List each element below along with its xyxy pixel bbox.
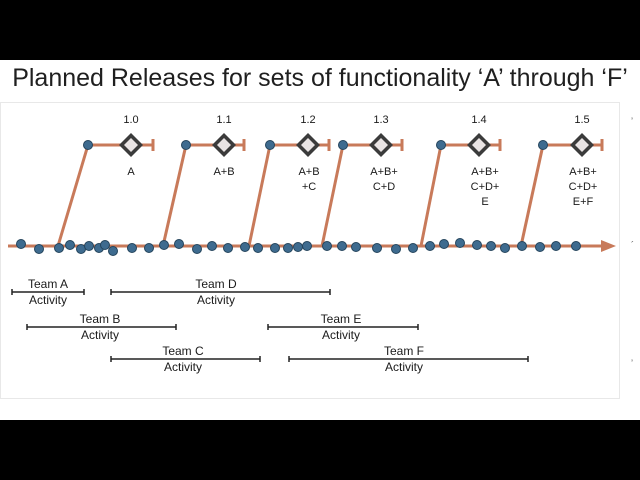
release-content: C+D+	[471, 181, 500, 193]
release-connector	[320, 144, 345, 247]
timeline-dot	[253, 243, 263, 253]
activity-team: Team E	[321, 312, 362, 326]
timeline-dot	[486, 241, 496, 251]
release-content: +C	[302, 181, 316, 193]
release-content: A+B+	[569, 166, 597, 178]
timeline-dot	[455, 238, 465, 248]
timeline-dot	[54, 243, 64, 253]
timeline-dot	[223, 243, 233, 253]
timeline-dot	[408, 243, 418, 253]
timeline-dot	[571, 241, 581, 251]
milestone-diamond-inner	[124, 138, 138, 152]
timeline-dot	[351, 242, 361, 252]
timeline-dot	[283, 243, 293, 253]
release-version: 1.3	[373, 114, 388, 126]
timeline-dot	[391, 244, 401, 254]
timeline-dot	[372, 243, 382, 253]
timeline-dot	[472, 240, 482, 250]
activity-team: Team F	[384, 344, 424, 358]
timeline-dot	[535, 242, 545, 252]
timeline-dot	[551, 241, 561, 251]
release-start-dot	[338, 140, 348, 150]
timeline-dot	[293, 242, 303, 252]
timeline-dot	[16, 239, 26, 249]
activity-team: Team A	[28, 277, 68, 291]
edge-mark: ’	[631, 358, 633, 368]
activity-label: Activity	[29, 293, 67, 307]
timeline-dot	[84, 241, 94, 251]
edge-marks: ’ ´ ’	[627, 60, 640, 420]
activity-team: Team D	[195, 277, 237, 291]
timeline-dot	[322, 241, 332, 251]
release-content: E	[481, 196, 488, 208]
release-content: A	[127, 166, 135, 178]
release-version: 1.1	[216, 114, 231, 126]
edge-mark: ’	[631, 116, 633, 126]
activity-label: Activity	[385, 360, 423, 374]
timeline-dot	[500, 243, 510, 253]
release-start-dot	[181, 140, 191, 150]
release-connector	[519, 144, 545, 247]
timeline-dot	[337, 241, 347, 251]
release-content: A+B+	[370, 166, 398, 178]
activity-label: Activity	[81, 328, 119, 342]
slide: Planned Releases for sets of functionali…	[0, 60, 640, 420]
activity-label: Activity	[197, 293, 235, 307]
release-connector	[247, 144, 272, 247]
activity-team: Team C	[162, 344, 204, 358]
release-start-dot	[436, 140, 446, 150]
release-connector	[419, 144, 443, 247]
milestone-diamond-inner	[575, 138, 589, 152]
timeline-dot	[270, 243, 280, 253]
release-connector	[56, 144, 90, 247]
timeline-dot	[65, 240, 75, 250]
timeline-dot	[34, 244, 44, 254]
release-version: 1.2	[300, 114, 315, 126]
activity-label: Activity	[322, 328, 360, 342]
timeline-dot	[108, 246, 118, 256]
timeline-dot	[302, 241, 312, 251]
timeline-dot	[207, 241, 217, 251]
timeline-dot	[174, 239, 184, 249]
release-connector	[161, 144, 188, 247]
milestone-diamond-inner	[301, 138, 315, 152]
release-content: E+F	[573, 196, 594, 208]
release-start-dot	[83, 140, 93, 150]
timeline-dot	[192, 244, 202, 254]
release-version: 1.0	[123, 114, 138, 126]
timeline-dot	[159, 240, 169, 250]
activity-team: Team B	[80, 312, 121, 326]
timeline-dot	[425, 241, 435, 251]
slide-title: Planned Releases for sets of functionali…	[12, 64, 628, 92]
timeline-dot	[439, 239, 449, 249]
release-diagram: 1.0A 1.1A+B 1.2A+B +C 1.3A+B+ C+D 1.4A+B+ C+D+ E…	[8, 114, 616, 374]
release-content: A+B	[213, 166, 234, 178]
milestone-diamond-inner	[374, 138, 388, 152]
timeline-dot	[100, 240, 110, 250]
release-content: A+B	[298, 166, 319, 178]
release-start-dot	[265, 140, 275, 150]
milestone-diamond-inner	[472, 138, 486, 152]
release-start-dot	[538, 140, 548, 150]
release-content: C+D+	[569, 181, 598, 193]
edge-mark: ´	[631, 240, 634, 250]
timeline-dot	[127, 243, 137, 253]
timeline-arrowhead	[601, 240, 616, 252]
release-content: C+D	[373, 181, 395, 193]
milestone-diamond-inner	[217, 138, 231, 152]
release-version: 1.5	[574, 114, 589, 126]
release-version: 1.4	[471, 114, 486, 126]
activity-label: Activity	[164, 360, 202, 374]
timeline-dot	[517, 241, 527, 251]
release-content: A+B+	[471, 166, 499, 178]
timeline-dot	[144, 243, 154, 253]
timeline-dot	[240, 242, 250, 252]
